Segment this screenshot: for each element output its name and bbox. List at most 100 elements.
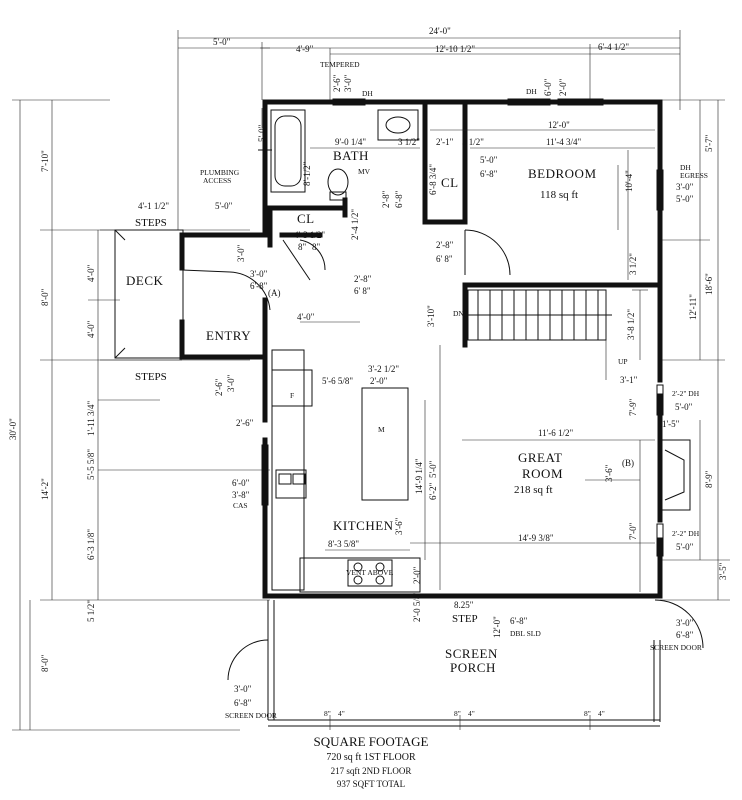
dim-d54: 14'-9 1/4" bbox=[414, 458, 424, 494]
dim-d80: 4" bbox=[338, 709, 345, 718]
label-plumbing: PLUMBING bbox=[200, 168, 240, 177]
dim-d34: 8'-0" bbox=[40, 288, 50, 306]
dim-d65: 6'-3 1/8" bbox=[86, 529, 96, 560]
kitchen-cabinets bbox=[271, 349, 421, 593]
dim-d68: 2'-0" bbox=[412, 566, 422, 584]
dim-d74: 3'-0" bbox=[676, 618, 694, 628]
label-mv: MV bbox=[358, 167, 371, 176]
dim-d32: 18'-6" bbox=[704, 273, 714, 295]
dim-d31: 3 1/2" bbox=[628, 253, 638, 275]
overall-height-label: 30'-0" bbox=[8, 418, 18, 440]
dim-d1: 9'-0 1/4" bbox=[335, 137, 366, 147]
dim-d82: 4" bbox=[468, 709, 475, 718]
label-step-height: 8.25" bbox=[454, 600, 474, 610]
dim-d33: 12'-11" bbox=[688, 294, 698, 320]
label-dh-egress: DH bbox=[680, 163, 691, 172]
label-dbl-sld: DBL SLD bbox=[510, 629, 541, 638]
dim-d27: 3'-0" bbox=[250, 269, 268, 279]
dim-d17: 6'-8" bbox=[394, 190, 404, 208]
label-dh-r2: 2'-2" DH bbox=[672, 529, 700, 538]
label-fridge: F bbox=[290, 391, 294, 400]
label-steps-bottom: STEPS bbox=[135, 371, 167, 383]
text-labels: 24'-0" 5'-0" 4'-9" 12'-10 1/2" 6'-4 1/2"… bbox=[8, 26, 728, 720]
dim-d19: 5'-0" bbox=[215, 201, 233, 211]
room-closet-2: CL bbox=[297, 211, 315, 226]
dim-d16: 2'-8" bbox=[381, 190, 391, 208]
room-porch: PORCH bbox=[450, 660, 496, 675]
dim-d48: 3'-0" bbox=[226, 374, 236, 392]
great-room-area: 218 sq ft bbox=[514, 484, 553, 496]
dim-d2: 3 1/2" bbox=[398, 137, 420, 147]
dim-d79: 8" bbox=[324, 709, 331, 718]
dim-d83: 8" bbox=[584, 709, 591, 718]
label-step: STEP bbox=[452, 613, 478, 625]
dim-d59: 6'-0" bbox=[232, 478, 250, 488]
dim-d28: 6'-8" bbox=[250, 281, 268, 291]
door-swings bbox=[181, 229, 704, 681]
dim-top-4-9: 4'-9" bbox=[296, 44, 314, 54]
label-cas: CAS bbox=[233, 501, 248, 510]
dim-d45: 5'-0" bbox=[675, 402, 693, 412]
dim-d7: 5'-0" bbox=[480, 155, 498, 165]
label-screen-door-right: SCREEN DOOR bbox=[650, 643, 702, 652]
dim-d36: 4'-0" bbox=[86, 320, 96, 338]
dim-d43: 5'-6 5/8" bbox=[322, 376, 353, 386]
room-deck: DECK bbox=[126, 273, 164, 288]
dim-d11: 3'-0" bbox=[676, 182, 694, 192]
dim-d49: 2'-6" bbox=[236, 418, 254, 428]
dim-d8: 6'-8" bbox=[480, 169, 498, 179]
dim-d64: 5'-0" bbox=[676, 542, 694, 552]
dim-d40: 7'-10" bbox=[40, 150, 50, 172]
dim-d63: 7'-0" bbox=[628, 522, 638, 540]
marker-a: (A) bbox=[268, 288, 281, 298]
footer-line-1: 720 sq ft 1ST FLOOR bbox=[326, 752, 416, 763]
room-screen: SCREEN bbox=[445, 646, 498, 661]
label-stairs-down: DN bbox=[453, 309, 464, 318]
dim-d60: 3'-8" bbox=[232, 490, 250, 500]
dim-d26: 3'-0" bbox=[236, 244, 246, 262]
dim-d75: 6'-8" bbox=[676, 630, 694, 640]
right-dimension-lines bbox=[617, 99, 730, 601]
dim-win-2-6: 2'-6" bbox=[332, 74, 342, 92]
dim-d30: 6' 8" bbox=[354, 286, 371, 296]
dim-d58: 5'-5 5/8" bbox=[86, 449, 96, 480]
dim-d9: 6'-8 3/4" bbox=[428, 164, 438, 195]
dim-d23: 8" bbox=[312, 242, 321, 252]
dim-d5: 2'-1" bbox=[436, 137, 454, 147]
label-dh-top1: DH bbox=[362, 89, 373, 98]
dim-top-12-10: 12'-10 1/2" bbox=[435, 44, 475, 54]
dim-d39: 3'-8 1/2" bbox=[626, 309, 636, 340]
fireplace bbox=[660, 439, 691, 511]
dim-d22: 8" bbox=[298, 242, 307, 252]
label-island-m: M bbox=[378, 425, 385, 434]
dim-d24: 2'-8" bbox=[436, 240, 454, 250]
dim-d70: 5 1/2" bbox=[86, 600, 96, 622]
room-bath: BATH bbox=[333, 148, 369, 163]
windows bbox=[261, 98, 664, 557]
dim-d10: 10'-4" bbox=[624, 170, 634, 192]
bath-fixtures bbox=[258, 109, 419, 201]
room-kitchen: KITCHEN bbox=[333, 518, 394, 533]
dim-d73: 6'-8" bbox=[510, 616, 528, 626]
dim-d14: 5'-0" bbox=[257, 124, 267, 142]
footer-title: SQUARE FOOTAGE bbox=[313, 734, 429, 749]
dim-d12: 5'-0" bbox=[676, 194, 694, 204]
dim-d57: 8'-9" bbox=[704, 470, 714, 488]
label-vent-above: VENT ABOVE bbox=[346, 568, 394, 577]
dim-d50: 1'-11 3/4" bbox=[86, 400, 96, 436]
dim-d44: 3'-1" bbox=[620, 375, 638, 385]
footer-line-3: 937 SQFT TOTAL bbox=[336, 779, 406, 789]
stairs bbox=[465, 289, 612, 380]
dim-d25: 6' 8" bbox=[436, 254, 453, 264]
dim-d55: 6'-2" bbox=[428, 482, 438, 500]
dim-d47: 2'-6" bbox=[214, 378, 224, 396]
dim-d78: 6'-8" bbox=[234, 698, 252, 708]
dim-d67: 14'-9 3/8" bbox=[518, 533, 554, 543]
dim-d18: 4'-1 1/2" bbox=[138, 201, 169, 211]
room-great-2: ROOM bbox=[522, 466, 563, 481]
dim-d13: 5'-7" bbox=[704, 134, 714, 152]
dim-d81: 8" bbox=[454, 709, 461, 718]
dim-win-3-0: 3'-0" bbox=[343, 74, 353, 92]
